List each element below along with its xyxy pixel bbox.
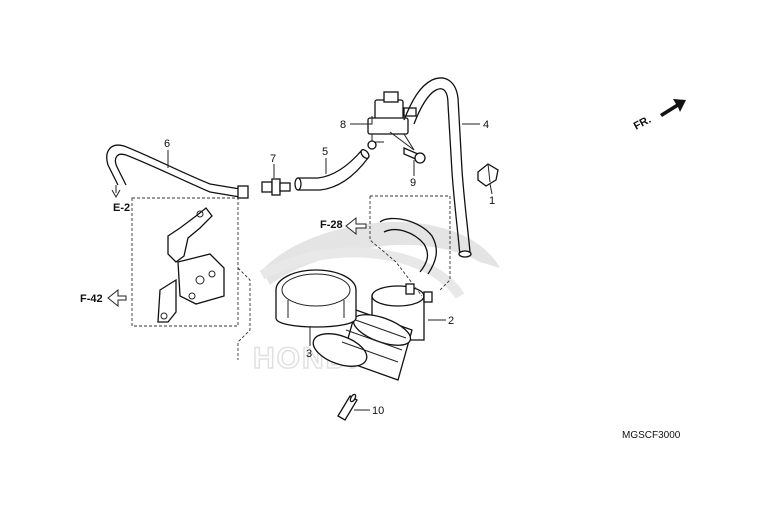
part-label-4: 4 — [483, 119, 489, 131]
front-direction-arrow — [660, 99, 686, 117]
ref-arrow-f42 — [107, 288, 127, 308]
ref-label-f28: F-28 — [320, 219, 343, 231]
part-label-6: 6 — [164, 138, 170, 150]
canister-part-2 — [312, 217, 438, 381]
front-label: FR. — [632, 114, 653, 133]
part-label-9: 9 — [410, 177, 416, 189]
bracket-assembly — [131, 197, 239, 327]
part-label-10: 10 — [372, 405, 384, 417]
leader-lines — [167, 116, 493, 411]
part-label-7: 7 — [270, 153, 276, 165]
honda-watermark: HONDA — [252, 222, 500, 376]
ref-arrow-f28 — [345, 216, 367, 236]
hose-part-5 — [294, 149, 370, 191]
hose-part-6 — [106, 144, 249, 199]
part-label-5: 5 — [322, 146, 328, 158]
connector-part-7 — [261, 178, 291, 196]
band-part-3 — [275, 269, 357, 328]
hose-part-4 — [403, 77, 472, 258]
f28-dashed-outline-2 — [369, 196, 423, 297]
clip-part-1 — [477, 163, 499, 187]
tube-part-10 — [337, 393, 358, 421]
bolt-part-9 — [403, 147, 426, 164]
bracket-dashed-link — [237, 267, 251, 360]
f28-dashed-outline — [370, 195, 451, 291]
ref-label-f42: F-42 — [80, 293, 103, 305]
diagram-code: MGSCF3000 — [622, 430, 681, 441]
solenoid-valve-part-8 — [367, 91, 417, 150]
part-label-3: 3 — [306, 348, 312, 360]
part-label-1: 1 — [489, 195, 495, 207]
part-label-8: 8 — [340, 119, 346, 131]
part-label-2: 2 — [448, 315, 454, 327]
ref-label-e2: E-2 — [113, 202, 130, 214]
